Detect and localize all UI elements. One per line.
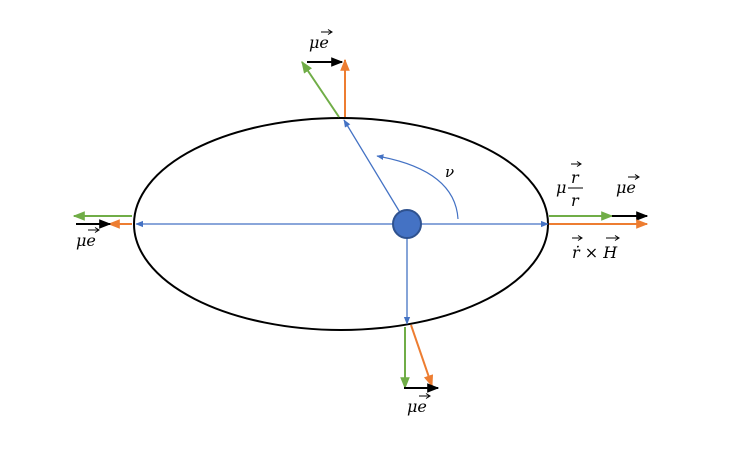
mu-r-over-r-arrow-top <box>301 61 340 118</box>
svg-text:μe: μe <box>76 231 96 250</box>
mu-r-over-r-label: μ r r <box>556 161 583 210</box>
true-anomaly-arc <box>376 154 459 220</box>
mu-e-label-top: μe <box>309 29 333 52</box>
svg-text:r: r <box>571 191 580 210</box>
svg-text:r: r <box>571 168 580 187</box>
svg-text:μe: μe <box>407 397 427 416</box>
mu-e-label-left: μe <box>76 227 100 250</box>
nu-label: ν <box>445 163 454 181</box>
mu-e-label-bottom: μe <box>407 393 431 416</box>
svg-text:μe: μe <box>309 33 329 52</box>
radius-vector-top <box>343 119 408 225</box>
svg-text:μe: μe <box>616 178 636 197</box>
svg-text:ṙ × H: ṙ × H <box>572 243 618 262</box>
mu-e-label-right: μe <box>616 174 640 197</box>
svg-text:μ: μ <box>556 178 566 197</box>
rdot-cross-h-label: ṙ × H <box>572 235 620 262</box>
central-body <box>392 209 422 239</box>
rdot-cross-h-arrow-bottom <box>410 324 434 388</box>
